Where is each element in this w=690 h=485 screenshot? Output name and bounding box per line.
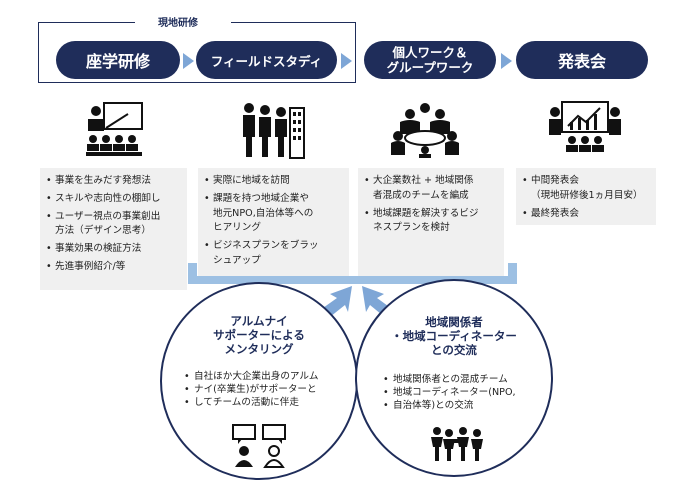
list-item: ネスプランを検討	[373, 222, 450, 234]
list-item: 自社ほか大企業出身のアルム	[184, 370, 344, 383]
list-item: 者混成のチームを編成	[373, 189, 469, 201]
mentoring-title: アルムナイ サポーターによる メンタリング	[213, 314, 305, 356]
classroom-training-description: 事業を生みだす発想法 スキルや志向性の棚卸し ユーザー視点の事業創出 方法（デザ…	[40, 168, 187, 290]
list-item: 地元NPO,自治体等への	[213, 207, 314, 219]
presentation-icon	[549, 101, 621, 152]
field-training-label: 現地研修	[158, 18, 198, 29]
regional-exchange-circle: 地域関係者 ・地域コーディネーター との交流 地域関係者との混成チーム 地域コー…	[355, 279, 553, 477]
list-item: スキルや志向性の棚卸し	[46, 192, 181, 207]
list-item: 大企業数社 + 地域関係	[364, 174, 498, 189]
step-field-study: フィールドスタディ	[196, 41, 337, 79]
list-item: 最終発表会	[522, 207, 650, 222]
list-item: （現地研修後1ヵ月目安）	[531, 189, 643, 201]
step-presentation: 発表会	[516, 41, 648, 79]
list-item: してチームの活動に伴走	[184, 396, 344, 409]
list-item: 中間発表会	[522, 174, 650, 189]
step-individual-group-work: 個人ワーク＆ グループワーク	[364, 41, 496, 79]
step-classroom-training: 座学研修	[56, 41, 180, 79]
arrow-right-icon	[501, 53, 512, 69]
arrow-right-icon	[341, 53, 352, 69]
list-item: 実際に地域を訪問	[204, 174, 343, 189]
list-item: 方法（デザイン思考）	[55, 225, 151, 237]
group-work-icon	[391, 103, 459, 158]
list-item: 地域課題を解決するビジ	[364, 207, 498, 222]
arrow-right-icon	[183, 53, 194, 69]
mentoring-circle: アルムナイ サポーターによる メンタリング 自社ほか大企業出身のアルム ナイ(卒…	[160, 282, 358, 480]
field-study-icon	[243, 103, 305, 159]
list-item: 先進事例紹介/等	[46, 260, 181, 275]
list-item: 事業を生みだす発想法	[46, 174, 181, 189]
list-item: シュアップ	[213, 254, 261, 266]
presentation-description: 中間発表会 （現地研修後1ヵ月目安） 最終発表会	[516, 168, 656, 225]
group-work-description: 大企業数社 + 地域関係 者混成のチームを編成 地域課題を解決するビジ ネスプラ…	[358, 168, 504, 276]
mentoring-chat-icon	[232, 424, 286, 468]
list-item: ヒアリング	[213, 222, 261, 234]
list-item: ビジネスプランをブラッ	[204, 239, 343, 254]
regional-exchange-title: 地域関係者 ・地域コーディネーター との交流	[391, 315, 517, 357]
list-item: ナイ(卒業生)がサポーターと	[184, 383, 344, 396]
list-item: ユーザー視点の事業創出	[46, 210, 181, 225]
list-item: 地域コーディネーター(NPO,	[383, 386, 543, 399]
list-item: 自治体等)との交流	[383, 399, 543, 412]
list-item: 事業効果の検証方法	[46, 242, 181, 257]
lecture-icon	[86, 102, 143, 156]
list-item: 課題を持つ地域企業や	[204, 192, 343, 207]
field-study-description: 実際に地域を訪問 課題を持つ地域企業や 地元NPO,自治体等への ヒアリング ビ…	[198, 168, 349, 276]
teamwork-icon	[431, 427, 483, 461]
list-item: 地域関係者との混成チーム	[383, 373, 543, 386]
